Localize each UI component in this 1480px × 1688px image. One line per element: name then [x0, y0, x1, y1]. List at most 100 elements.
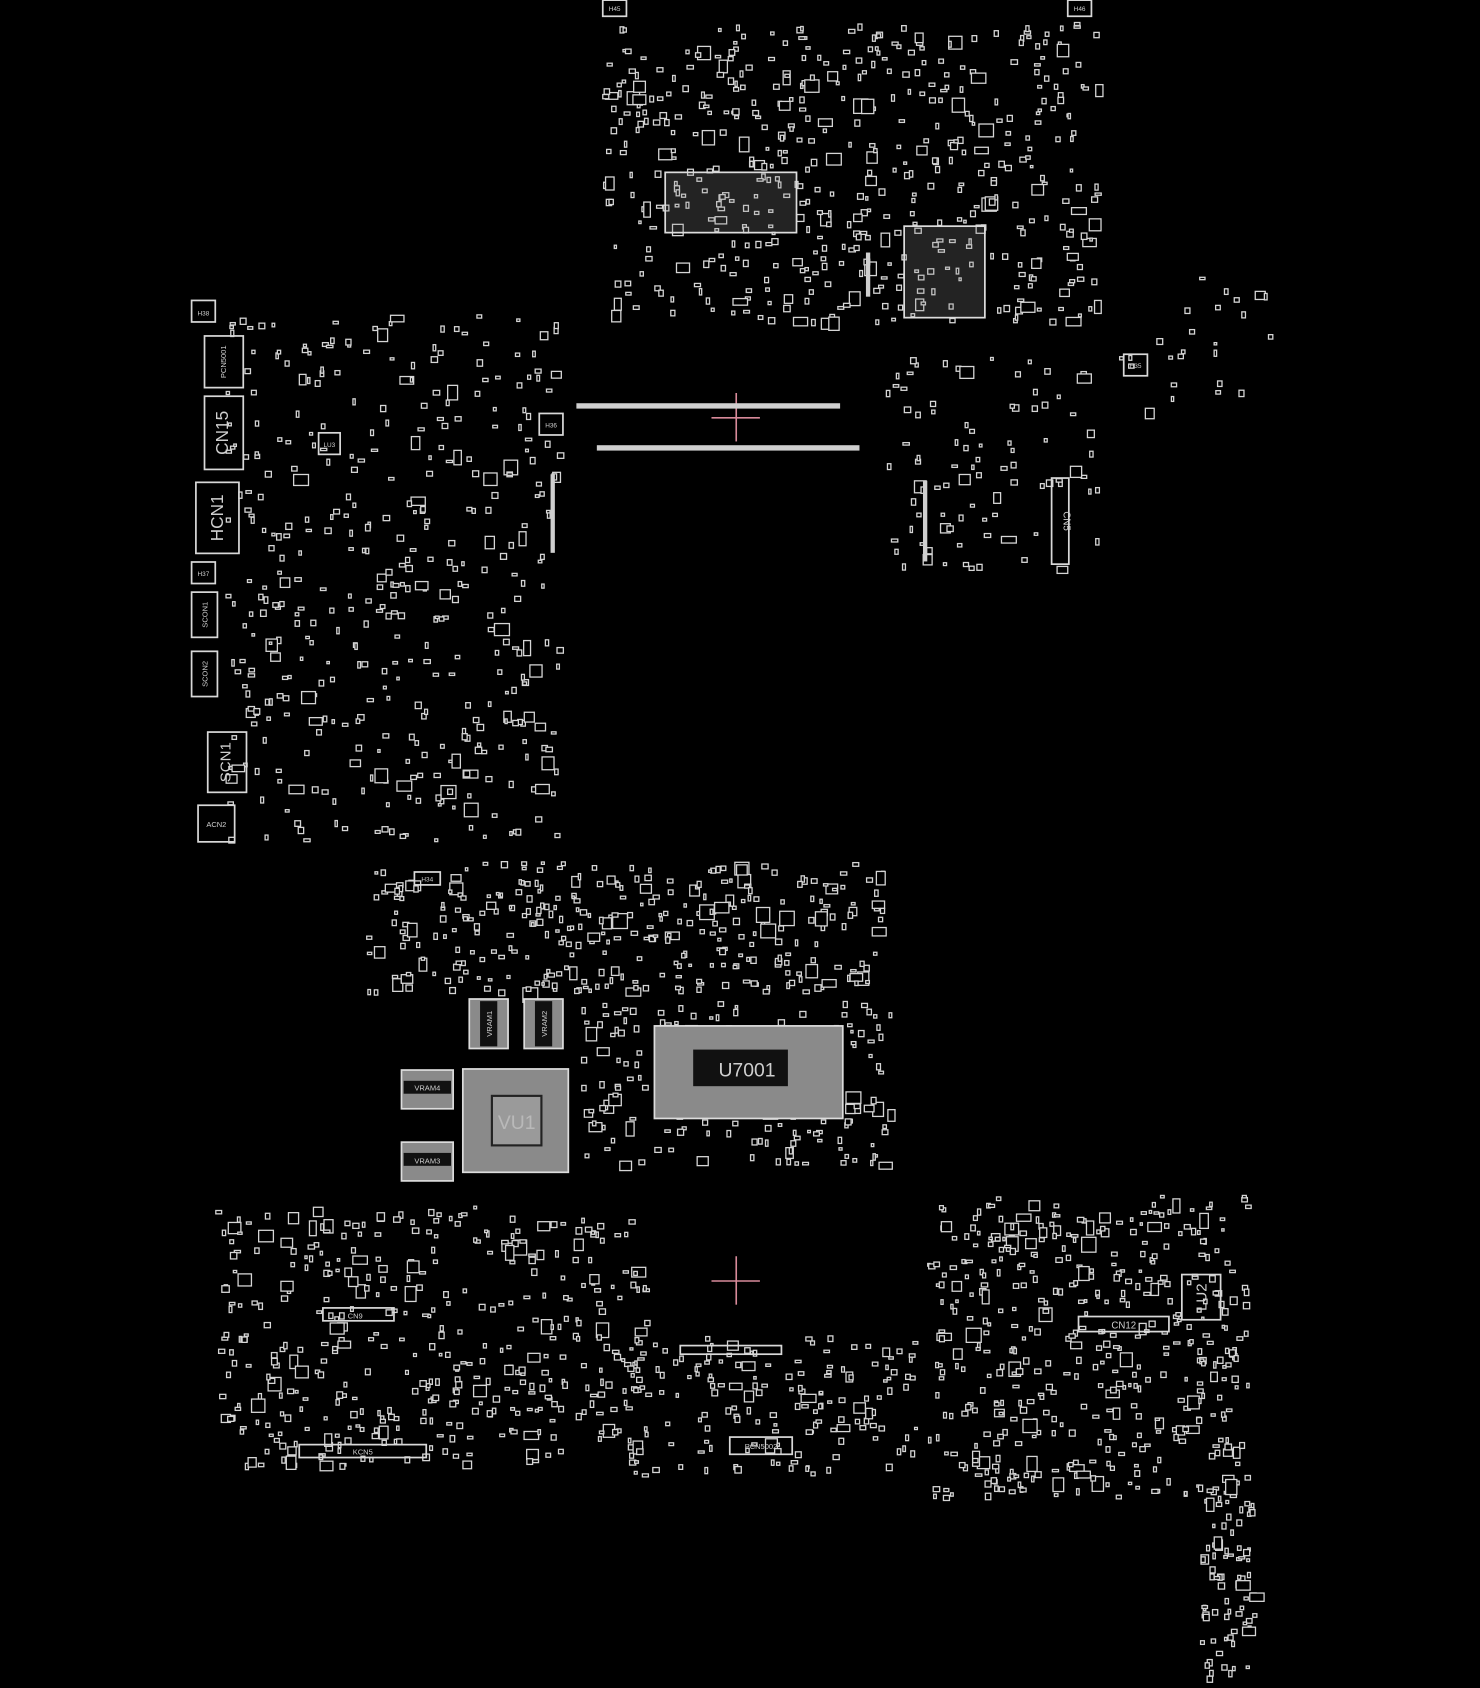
- pad: [792, 1129, 797, 1137]
- memory-vram3[interactable]: VRAM3: [400, 1141, 455, 1182]
- pad: [454, 654, 461, 660]
- pad: [696, 978, 703, 984]
- mounting-hole-h46[interactable]: H46: [1066, 0, 1093, 18]
- connector-acn2[interactable]: ACN2: [197, 804, 236, 843]
- pad: [1184, 307, 1191, 315]
- pad: [958, 182, 965, 187]
- pad: [942, 562, 948, 567]
- pad: [301, 347, 309, 354]
- pad: [1043, 437, 1048, 443]
- pad: [853, 1402, 867, 1414]
- memory-vram4[interactable]: VRAM4: [400, 1069, 455, 1110]
- pad: [405, 880, 422, 892]
- pad: [949, 1265, 958, 1271]
- pad: [621, 1007, 629, 1012]
- pad: [738, 136, 750, 153]
- pad: [970, 72, 987, 84]
- pad: [1008, 1489, 1016, 1495]
- svg-text:VRAM3: VRAM3: [414, 1157, 440, 1166]
- inductor-lu2[interactable]: LU2: [1180, 1273, 1222, 1321]
- pad: [1201, 1604, 1209, 1610]
- pad: [320, 1341, 329, 1347]
- connector-scon1[interactable]: SCON1: [190, 591, 219, 639]
- connector-pcn5001[interactable]: PCN5001: [203, 335, 245, 389]
- pad: [534, 783, 550, 795]
- connector-cn9[interactable]: CN9: [322, 1307, 395, 1322]
- pad: [1056, 43, 1070, 58]
- pad: [944, 1451, 949, 1456]
- ic-array-top-right[interactable]: [903, 225, 986, 319]
- pad: [1246, 1571, 1252, 1579]
- pad: [623, 1061, 629, 1067]
- pad: [877, 284, 885, 289]
- pad: [511, 572, 518, 577]
- ic-array-top-left[interactable]: [664, 171, 798, 234]
- connector-kcn5[interactable]: KCN5: [298, 1443, 428, 1459]
- pad: [712, 165, 720, 172]
- memory-vram1[interactable]: VRAM1: [468, 998, 509, 1050]
- pad: [658, 289, 664, 297]
- pad: [487, 612, 494, 619]
- pad: [366, 951, 373, 956]
- pad: [624, 1231, 629, 1238]
- mounting-hole-h37[interactable]: H37: [190, 561, 217, 585]
- connector-scn1[interactable]: SCN1: [206, 731, 248, 794]
- pad: [478, 1401, 483, 1406]
- pad: [931, 409, 936, 415]
- pad: [289, 1354, 299, 1370]
- pad: [322, 1229, 331, 1234]
- mounting-hole-h38[interactable]: H38: [190, 299, 217, 323]
- ic-lu3[interactable]: LU3: [317, 431, 341, 456]
- pad: [1061, 1245, 1066, 1252]
- connector-cn15[interactable]: CN15: [203, 395, 245, 471]
- connector-hcn1[interactable]: HCN1: [195, 481, 240, 555]
- connector-fpc-bottom[interactable]: [679, 1344, 783, 1356]
- pad: [670, 129, 676, 136]
- pad: [854, 1418, 861, 1425]
- pad: [1076, 1216, 1085, 1223]
- connector-scon2[interactable]: SCON2: [190, 650, 219, 698]
- pad: [676, 963, 682, 969]
- pad: [534, 368, 542, 374]
- pad: [366, 1273, 371, 1281]
- pad: [530, 922, 535, 927]
- pad: [1070, 1341, 1083, 1350]
- pad: [287, 674, 292, 680]
- pad: [812, 1131, 820, 1137]
- pad: [718, 253, 724, 259]
- pad: [887, 262, 892, 266]
- pad: [590, 1230, 596, 1235]
- pad: [735, 1361, 742, 1369]
- gpu-vu1[interactable]: VU1: [461, 1068, 570, 1174]
- mounting-hole-h45[interactable]: H45: [601, 0, 628, 18]
- connector-pcn5002[interactable]: PCN5002: [728, 1436, 794, 1456]
- pad: [1104, 1299, 1109, 1305]
- pad: [627, 1437, 632, 1444]
- memory-vram2[interactable]: VRAM2: [523, 998, 564, 1050]
- connector-cn12[interactable]: CN12: [1077, 1315, 1170, 1333]
- pad: [1041, 401, 1049, 409]
- pad: [1144, 407, 1155, 420]
- pad: [348, 547, 354, 552]
- pad: [935, 1391, 940, 1399]
- mounting-hole-h34[interactable]: H34: [413, 871, 442, 886]
- pad: [747, 894, 752, 902]
- pad: [476, 742, 482, 747]
- connector-cn5[interactable]: CN5: [1050, 477, 1072, 566]
- pad: [910, 313, 916, 318]
- pad: [225, 593, 232, 599]
- pad: [1218, 1437, 1224, 1443]
- cpu-u7001[interactable]: U7001: [653, 1025, 844, 1120]
- pad: [646, 246, 652, 253]
- pad: [560, 1221, 567, 1226]
- pad: [641, 1473, 650, 1478]
- pad: [448, 889, 453, 894]
- pad: [769, 1412, 778, 1419]
- pad: [264, 834, 269, 841]
- mounting-hole-h36[interactable]: H36: [538, 412, 564, 436]
- pad: [379, 1418, 386, 1424]
- pad: [1217, 1495, 1222, 1502]
- mounting-hole-h35[interactable]: H35: [1122, 353, 1149, 377]
- pad: [1077, 1299, 1085, 1305]
